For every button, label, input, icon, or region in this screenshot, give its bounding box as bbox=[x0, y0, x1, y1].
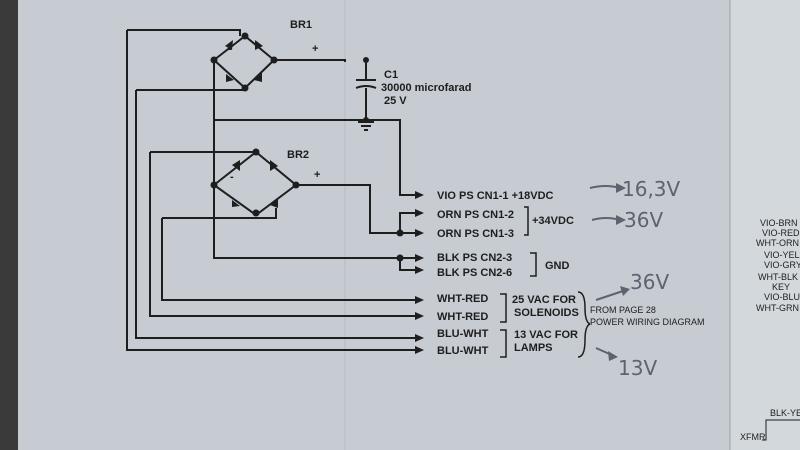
diode-1 bbox=[225, 40, 233, 50]
vio-label: VIO PS CN1-1 +18VDC bbox=[437, 190, 554, 202]
right-page-fragments: VIO-BRN VIO-RED WHT-ORN VIO-YEL VIO-GRY … bbox=[740, 218, 800, 442]
right-fragment-11: XFMR bbox=[740, 432, 766, 442]
handwritten-notes: 16,3V 36V 36V 13V bbox=[589, 177, 681, 380]
right-fragment-10: BLK-YEL bbox=[770, 408, 800, 418]
right-fragment-6: WHT-BLK bbox=[758, 272, 798, 282]
right-fragment-7: KEY bbox=[772, 282, 790, 292]
br1-plus: + bbox=[312, 43, 318, 55]
lamps-line2: LAMPS bbox=[514, 342, 553, 354]
from-page-line2: POWER WIRING DIAGRAM bbox=[590, 317, 705, 327]
br1-label: BR1 bbox=[290, 19, 312, 31]
right-fragment-8: VIO-BLU bbox=[764, 292, 800, 302]
orn2-label: ORN PS CN1-3 bbox=[437, 228, 514, 240]
bridge-br2: BR2 - + bbox=[210, 120, 415, 259]
br2-minus: - bbox=[230, 171, 234, 183]
diode-6 bbox=[270, 160, 278, 171]
orn-measured: 36V bbox=[624, 208, 663, 232]
c1-voltage: 25 V bbox=[384, 95, 407, 107]
solenoid-line2: SOLENOIDS bbox=[514, 307, 579, 319]
right-page bbox=[730, 0, 800, 450]
connector-labels: VIO PS CN1-1 +18VDC ORN PS CN1-2 ORN PS … bbox=[437, 190, 705, 357]
right-fragment-4: VIO-YEL bbox=[764, 250, 800, 260]
orn1-label: ORN PS CN1-2 bbox=[437, 209, 514, 221]
lamps-line1: 13 VAC FOR bbox=[514, 329, 578, 341]
c1-name: C1 bbox=[384, 69, 398, 81]
blk1-label: BLK PS CN2-3 bbox=[437, 252, 512, 264]
right-fragment-9: WHT-GRN bbox=[756, 303, 799, 313]
arrow-to-solenoid bbox=[595, 289, 627, 301]
right-fragment-1: VIO-BRN bbox=[760, 218, 798, 228]
blu-wht-2-label: BLU-WHT bbox=[437, 345, 489, 357]
diode-7 bbox=[232, 200, 240, 207]
right-fragment-3: WHT-ORN bbox=[756, 238, 799, 248]
from-page-line1: FROM PAGE 28 bbox=[590, 305, 656, 315]
right-fragment-2: VIO-RED bbox=[762, 228, 800, 238]
diode-4 bbox=[254, 72, 262, 82]
br2-label: BR2 bbox=[287, 149, 309, 161]
diode-5 bbox=[232, 160, 240, 171]
c1-value: 30000 microfarad bbox=[381, 82, 472, 94]
lamps-measured: 13V bbox=[618, 356, 657, 380]
diode-3 bbox=[226, 74, 234, 82]
connector-arrows bbox=[415, 191, 424, 354]
br1-minus: - bbox=[228, 43, 232, 55]
left-binding-edge bbox=[0, 0, 18, 450]
vio-measured: 16,3V bbox=[622, 177, 681, 201]
brackets bbox=[500, 206, 591, 358]
br2-plus: + bbox=[314, 169, 320, 181]
diode-2 bbox=[255, 40, 263, 50]
right-fragment-5: VIO-GRY bbox=[764, 260, 800, 270]
capacitor-c1: C1 30000 microfarad 25 V bbox=[214, 57, 472, 196]
blu-wht-1-label: BLU-WHT bbox=[437, 328, 489, 340]
gnd-label: GND bbox=[545, 260, 570, 272]
diode-8 bbox=[270, 198, 278, 208]
orn-voltage-label: +34VDC bbox=[532, 215, 574, 227]
right-page-wire bbox=[762, 419, 800, 441]
solenoid-measured: 36V bbox=[630, 270, 669, 294]
blk2-label: BLK PS CN2-6 bbox=[437, 267, 512, 279]
wht-red-1-label: WHT-RED bbox=[437, 293, 488, 305]
left-wiring bbox=[126, 29, 415, 351]
bridge-br1: BR1 - + bbox=[210, 19, 346, 120]
solenoid-line1: 25 VAC FOR bbox=[512, 294, 576, 306]
wht-red-2-label: WHT-RED bbox=[437, 311, 488, 323]
